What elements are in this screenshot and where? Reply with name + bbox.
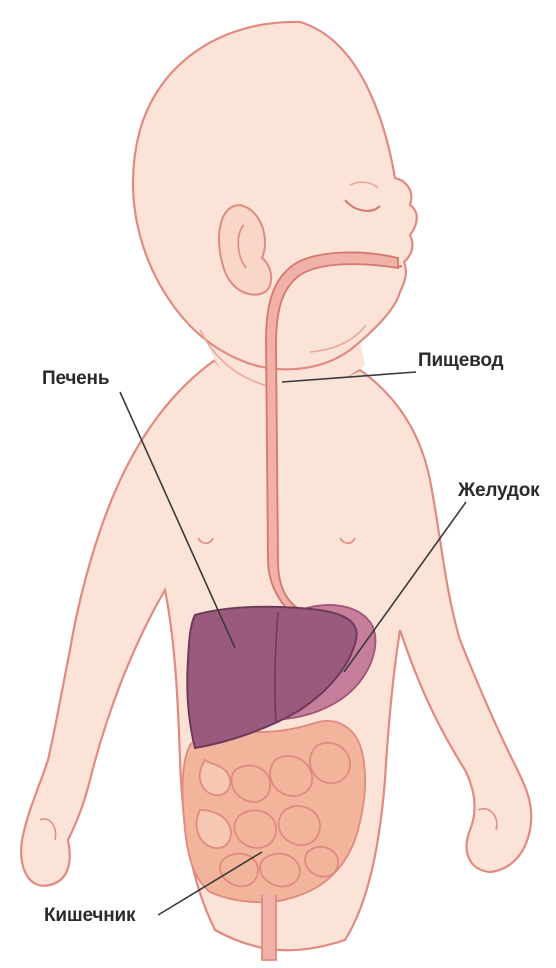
label-intestine: Кишечник	[44, 905, 135, 927]
label-stomach: Желудок	[458, 480, 539, 502]
label-liver: Печень	[42, 368, 109, 390]
label-esophagus: Пищевод	[418, 350, 503, 372]
